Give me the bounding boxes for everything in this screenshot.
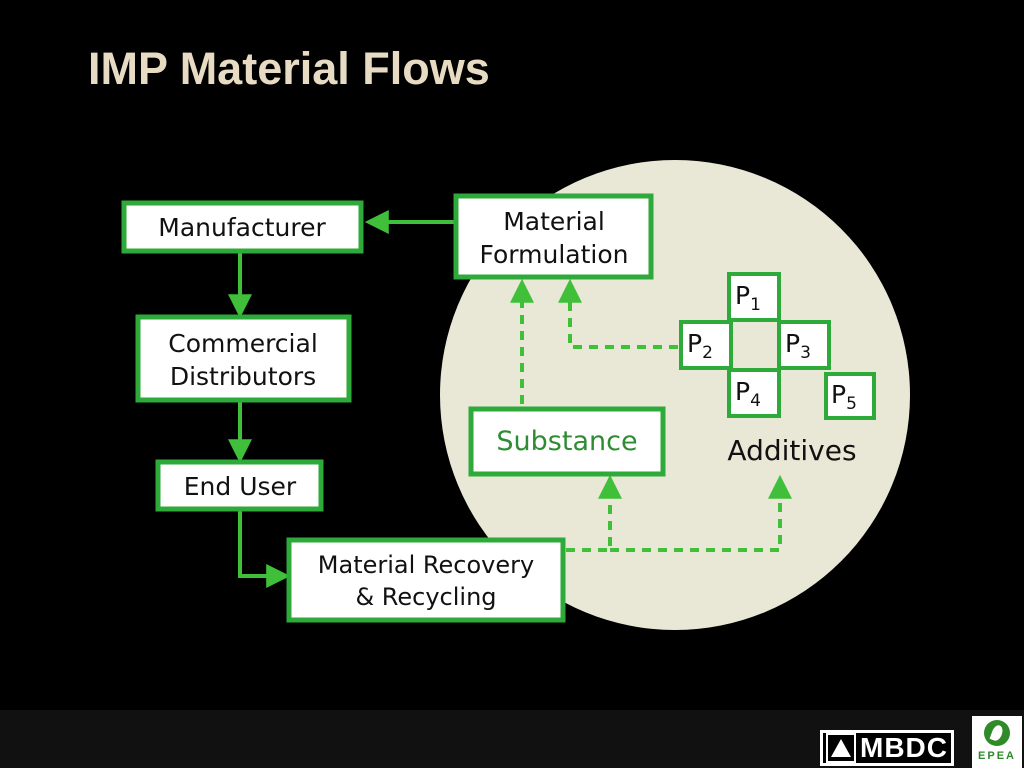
arrow-enduser-to-recovery <box>238 510 291 588</box>
node-distributors: Commercial Distributors <box>135 314 352 403</box>
node-formulation-label-line1: Material <box>503 207 605 236</box>
svg-text:P5: P5 <box>831 380 857 414</box>
node-manufacturer-label: Manufacturer <box>158 213 326 242</box>
additive-p2-letter: P <box>687 329 702 358</box>
node-recovery: Material Recovery & Recycling <box>286 537 566 623</box>
additives-label: Additives <box>727 434 856 467</box>
additive-p5: P5 <box>824 372 876 420</box>
svg-text:P1: P1 <box>735 281 761 315</box>
additives-cluster: P1 P2 P3 P4 P5 Additives <box>679 272 876 467</box>
arrow-additives-to-formulation <box>558 278 678 349</box>
node-distributors-label-line2: Distributors <box>170 362 316 391</box>
additive-p2-sub: 2 <box>702 343 713 363</box>
mbdc-triangle-icon <box>826 733 856 763</box>
additive-p4-sub: 4 <box>750 391 761 411</box>
node-formulation-label-line2: Formulation <box>480 240 629 269</box>
mbdc-logo: MBDC <box>820 730 954 766</box>
node-substance: Substance <box>468 406 666 477</box>
svg-text:P3: P3 <box>785 329 811 363</box>
svg-text:P2: P2 <box>687 329 713 363</box>
additive-p1-sub: 1 <box>750 295 761 315</box>
additive-p3-letter: P <box>785 329 800 358</box>
dashed-arrows <box>510 278 792 552</box>
epea-logo: EPEA <box>972 716 1022 768</box>
additive-p5-sub: 5 <box>846 394 857 414</box>
node-end-user: End User <box>155 459 324 512</box>
node-substance-label: Substance <box>496 426 637 457</box>
node-recovery-label-line2: & Recycling <box>355 583 496 611</box>
solid-arrows <box>228 210 455 588</box>
slide-title: IMP Material Flows <box>88 43 490 94</box>
additive-p4-letter: P <box>735 377 750 406</box>
node-distributors-label-line1: Commercial <box>168 329 318 358</box>
additive-p2: P2 <box>679 320 733 370</box>
mbdc-logo-text: MBDC <box>860 732 948 763</box>
node-formulation: Material Formulation <box>453 193 654 280</box>
additive-p4: P4 <box>727 368 781 418</box>
additive-p3: P3 <box>777 320 831 370</box>
additive-p5-letter: P <box>831 380 846 409</box>
additive-p1-letter: P <box>735 281 750 310</box>
additive-p3-sub: 3 <box>800 343 811 363</box>
epea-leaf-icon <box>984 720 1010 746</box>
node-manufacturer: Manufacturer <box>121 200 364 254</box>
epea-logo-text: EPEA <box>978 750 1016 762</box>
node-recovery-label-line1: Material Recovery <box>318 551 534 579</box>
arrow-recovery-to-additives <box>610 474 792 552</box>
node-end-user-label: End User <box>184 472 297 501</box>
additive-p1: P1 <box>727 272 781 322</box>
svg-text:P4: P4 <box>735 377 761 411</box>
